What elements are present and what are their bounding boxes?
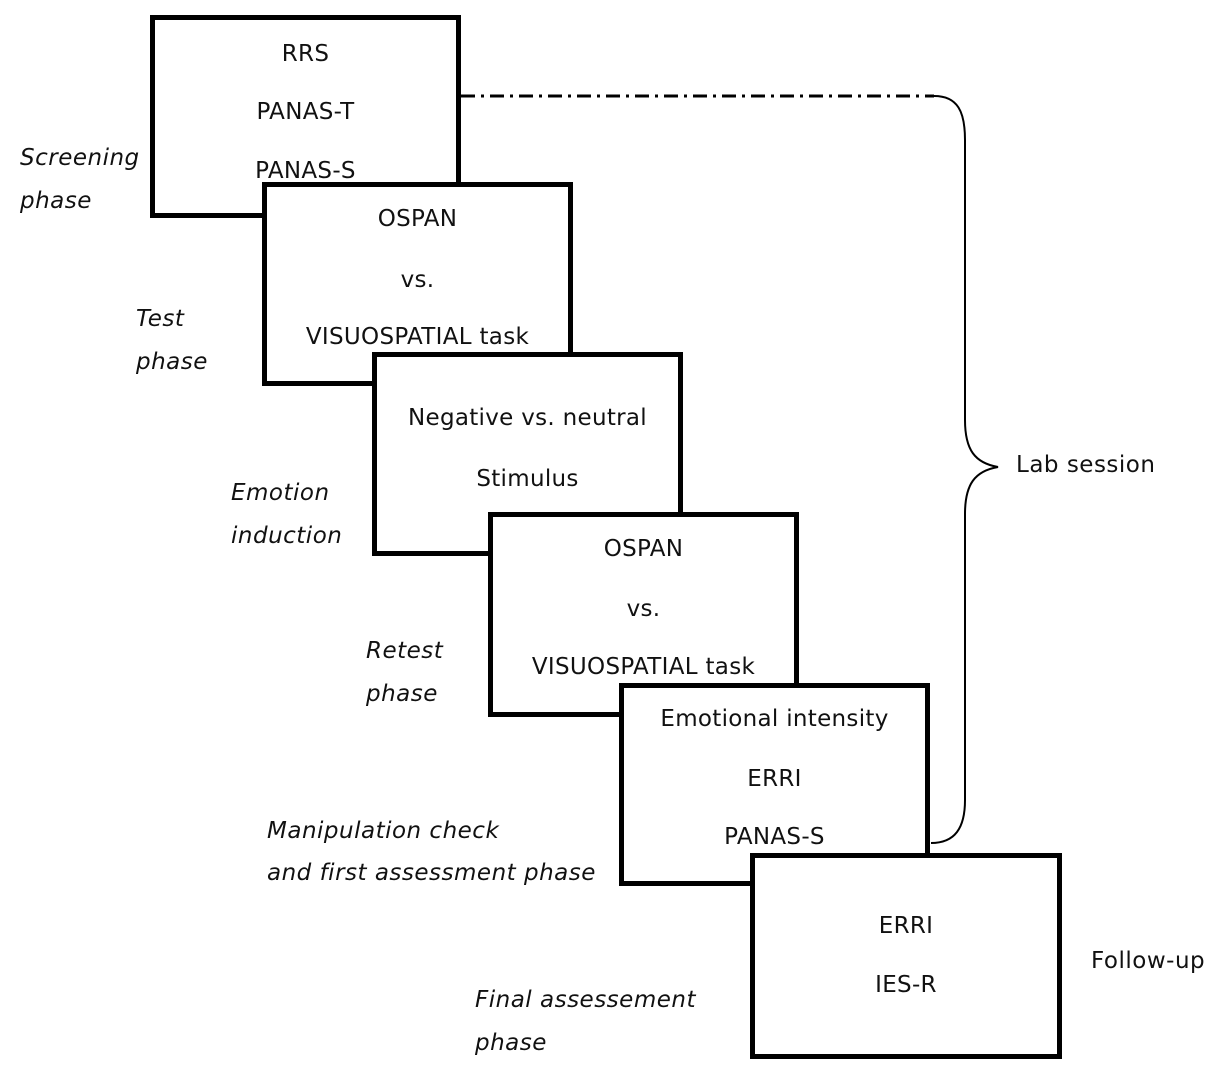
- box-manipulation: Emotional intensity ERRI PANAS-S: [619, 683, 930, 886]
- phase-label-manipulation: Manipulation check and first assessment …: [267, 810, 596, 894]
- phase-label-screening: Screening phase: [20, 137, 140, 223]
- box-screening-line-2: PANAS-T: [256, 99, 355, 125]
- box-test-line-3: VISUOSPATIAL task: [305, 324, 530, 350]
- box-final-line-2: IES-R: [875, 972, 937, 998]
- phase-label-emotion: Emotion induction: [231, 472, 342, 558]
- lab-session-brace: [930, 95, 999, 844]
- box-manipulation-line-1: Emotional intensity: [660, 706, 889, 732]
- box-retest-line-2: vs.: [626, 596, 661, 622]
- phase-label-retest: Retest phase: [366, 630, 443, 716]
- phase-label-test: Test phase: [136, 298, 208, 384]
- box-retest-line-1: OSPAN: [603, 536, 684, 562]
- phase-label-screening-line-2: phase: [20, 188, 92, 214]
- box-retest: OSPAN vs. VISUOSPATIAL task: [488, 512, 799, 717]
- phase-label-emotion-line-1: Emotion: [231, 480, 330, 506]
- phase-label-manipulation-line-2: and first assessment phase: [267, 860, 596, 886]
- lab-session-label: Lab session: [1016, 452, 1156, 478]
- box-manipulation-line-3: PANAS-S: [724, 824, 825, 850]
- box-emotion-line-2: Stimulus: [476, 466, 579, 492]
- phase-label-final-line-1: Final assessement: [475, 987, 696, 1013]
- phase-label-manipulation-line-1: Manipulation check: [267, 818, 500, 844]
- box-emotion-line-1: Negative vs. neutral: [407, 405, 647, 431]
- box-test-line-1: OSPAN: [377, 206, 458, 232]
- phase-label-test-line-1: Test: [136, 306, 185, 332]
- phase-label-retest-line-2: phase: [366, 681, 438, 707]
- box-final-line-1: ERRI: [878, 913, 934, 939]
- box-retest-line-3: VISUOSPATIAL task: [531, 654, 756, 680]
- follow-up-label: Follow-up: [1091, 948, 1206, 974]
- phase-label-final-line-2: phase: [475, 1030, 547, 1056]
- box-screening-line-3: PANAS-S: [255, 158, 356, 184]
- phase-label-test-line-2: phase: [136, 349, 208, 375]
- phase-label-emotion-line-2: induction: [231, 523, 343, 549]
- box-test-line-2: vs.: [400, 267, 435, 293]
- box-final: ERRI IES-R: [750, 853, 1062, 1059]
- phase-label-screening-line-1: Screening: [20, 145, 140, 171]
- phase-label-final: Final assessement phase: [475, 979, 696, 1065]
- box-screening-line-1: RRS: [281, 41, 330, 67]
- phase-label-retest-line-1: Retest: [366, 638, 444, 664]
- box-manipulation-line-2: ERRI: [747, 766, 802, 792]
